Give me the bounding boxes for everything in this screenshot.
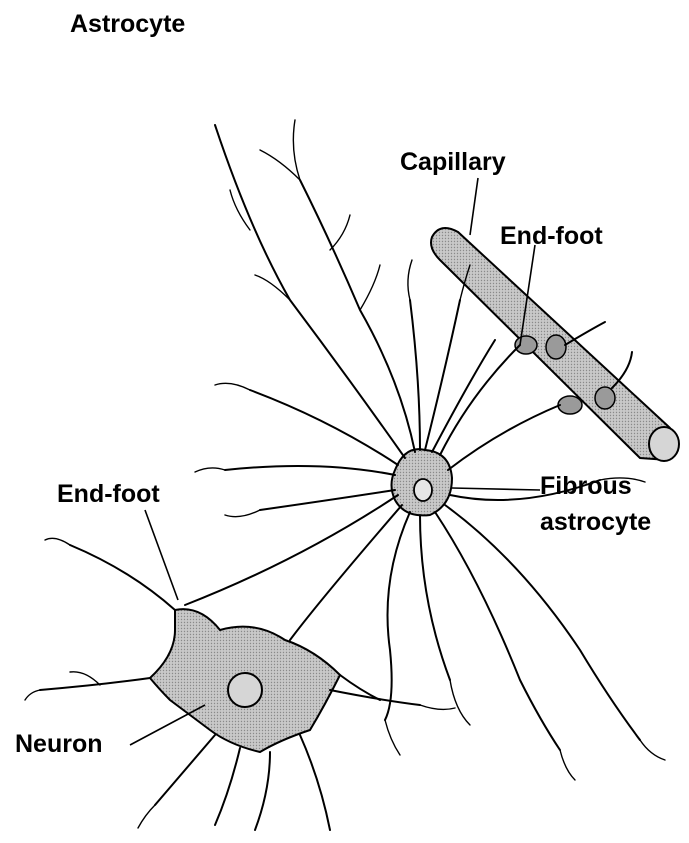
end-foot-spot: [515, 336, 537, 354]
fibrous-astrocyte-leader: [452, 488, 540, 490]
fibrous-label-line1: Fibrous: [540, 472, 632, 500]
capillary-label: Capillary: [400, 148, 506, 176]
end-foot-spot: [558, 396, 582, 414]
end-foot-spot: [595, 387, 615, 409]
neuron-nucleus: [228, 673, 262, 707]
capillary-opening: [649, 427, 679, 461]
end-foot-spot: [546, 335, 566, 359]
astrocyte-nucleus: [414, 479, 432, 501]
neuron-label: Neuron: [15, 730, 103, 758]
end-foot-left-label: End-foot: [57, 480, 160, 508]
capillary-leader: [470, 178, 478, 235]
capillary: [431, 228, 679, 461]
neuron-leader: [130, 705, 205, 745]
end-foot-left-leader: [145, 510, 178, 600]
fibrous-label-line2: astrocyte: [540, 508, 651, 536]
end-foot-top-label: End-foot: [500, 222, 603, 250]
